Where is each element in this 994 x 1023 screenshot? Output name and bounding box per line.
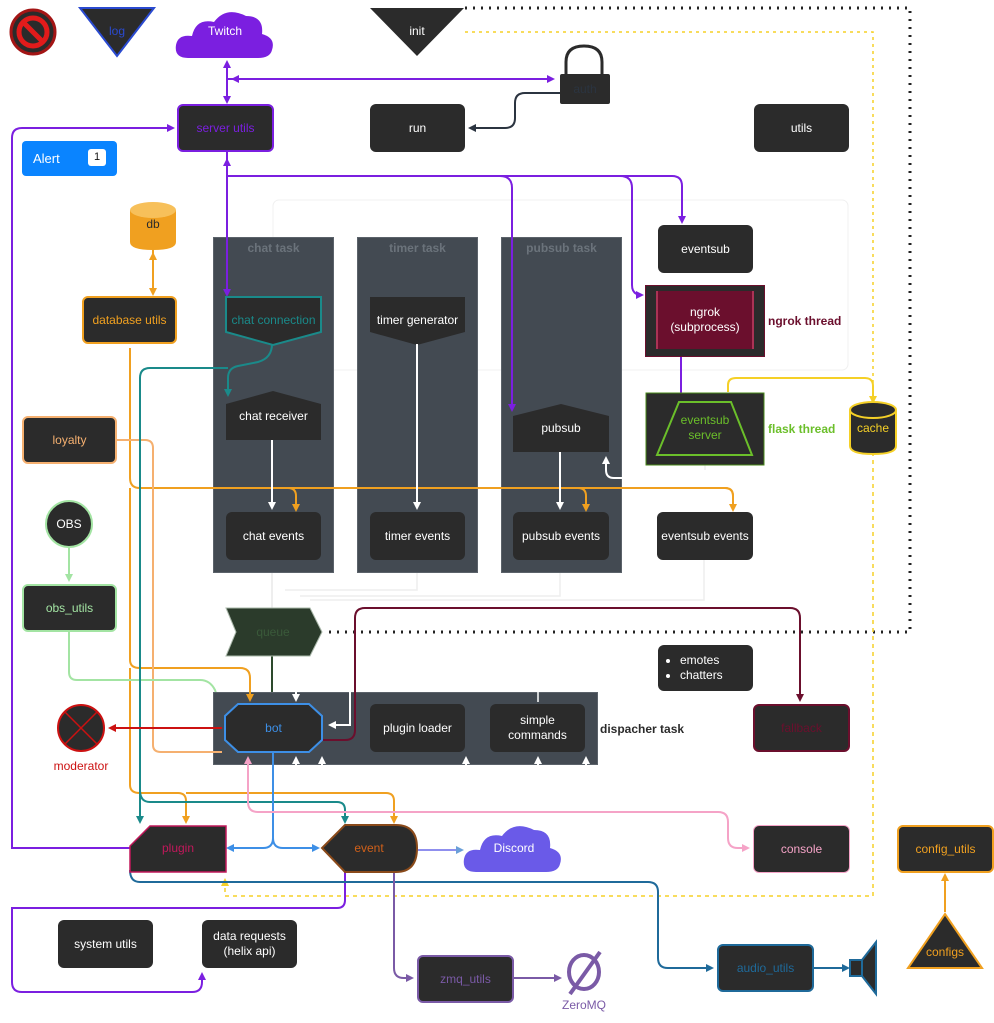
timer-generator-label: timer generator	[376, 313, 459, 327]
alert-label: Alert	[33, 151, 60, 166]
chat-events-label: chat events	[242, 528, 305, 543]
pubsub-events-label: pubsub events	[521, 528, 601, 543]
loyalty-label: loyalty	[52, 432, 87, 447]
zmq-utils-node[interactable]: zmq_utils	[417, 955, 514, 1003]
data-requests-line1: data requests	[213, 929, 286, 943]
eventsub-server-label-line1: eventsub	[680, 413, 730, 427]
pubsub-events-node[interactable]: pubsub events	[513, 512, 609, 560]
run-label: run	[408, 120, 427, 135]
database-utils-label: database utils	[92, 312, 167, 327]
queue-shape	[225, 607, 323, 657]
log-triangle	[77, 7, 157, 58]
console-node[interactable]: console	[753, 825, 850, 873]
timer-events-label: timer events	[384, 528, 451, 543]
run-node[interactable]: run	[370, 104, 465, 152]
audio-utils-node[interactable]: audio_utils	[717, 944, 814, 992]
ngrok-thread-label: ngrok thread	[768, 314, 842, 328]
configs-triangle	[906, 912, 984, 969]
queue-label: queue	[256, 625, 290, 639]
pubsub-task-title: pubsub task	[526, 241, 597, 255]
cache-label: cache	[856, 421, 890, 435]
init-triangle	[370, 8, 464, 56]
configs-label: configs	[925, 945, 965, 959]
eventsub-server-label: eventsub server	[660, 413, 750, 443]
simple-commands-node[interactable]: simple commands	[490, 704, 585, 752]
plugin-loader-node[interactable]: plugin loader	[370, 704, 465, 752]
emotes-item: emotes	[680, 653, 723, 668]
zmq-utils-label: zmq_utils	[440, 971, 491, 986]
loyalty-node[interactable]: loyalty	[22, 416, 117, 464]
twitch-cloud	[175, 12, 273, 58]
system-utils-node[interactable]: system utils	[58, 920, 153, 968]
utils-node[interactable]: utils	[754, 104, 849, 152]
init-label: init	[409, 24, 425, 38]
timer-task-title: timer task	[389, 241, 446, 255]
zeromq-icon	[567, 950, 602, 996]
eventsub-server-label-line2: server	[688, 428, 722, 442]
auth-node[interactable]: auth	[560, 74, 610, 104]
fallback-label: fallback	[781, 720, 822, 735]
fallback-node[interactable]: fallback	[753, 704, 850, 752]
chat-task-title: chat task	[247, 241, 300, 255]
lock-shackle	[564, 44, 604, 74]
plugin-loader-label: plugin loader	[383, 720, 452, 735]
moderator-label: moderator	[53, 759, 109, 773]
event-label: event	[354, 841, 384, 855]
zeromq-label: ZeroMQ	[561, 998, 606, 1012]
plugin-shape	[129, 825, 227, 873]
chatters-item: chatters	[680, 668, 723, 683]
system-utils-label: system utils	[74, 936, 137, 951]
chat-events-node[interactable]: chat events	[226, 512, 321, 560]
bot-label: bot	[265, 721, 282, 735]
twitch-label: Twitch	[207, 24, 242, 38]
log-label: log	[108, 24, 125, 38]
db-cylinder	[130, 202, 176, 250]
data-requests-node[interactable]: data requests (helix api)	[202, 920, 297, 968]
obs-utils-label: obs_utils	[45, 600, 94, 615]
server-utils-label: server utils	[196, 120, 255, 135]
utils-label: utils	[790, 120, 813, 135]
obs-circle	[45, 500, 93, 548]
obs-utils-node[interactable]: obs_utils	[22, 584, 117, 632]
simple-commands-line1: simple	[520, 713, 555, 727]
console-label: console	[780, 841, 823, 856]
speaker-icon	[849, 939, 877, 997]
dispatcher-task-label: dispacher task	[600, 722, 685, 736]
server-utils-node[interactable]: server utils	[177, 104, 274, 152]
discord-label: Discord	[493, 841, 535, 855]
db-label: db	[146, 217, 160, 231]
database-utils-node[interactable]: database utils	[82, 296, 177, 344]
pubsub-label: pubsub	[541, 421, 581, 435]
chat-connection-label: chat connection	[231, 313, 316, 327]
obs-label: OBS	[56, 517, 82, 531]
ngrok-label-line2: (subprocess)	[670, 320, 740, 334]
simple-commands-line2: commands	[508, 728, 567, 742]
eventsub-label: eventsub	[681, 241, 730, 256]
moderator-icon	[57, 704, 105, 752]
ngrok-label-line1: ngrok	[689, 305, 720, 319]
discord-cloud	[463, 826, 561, 872]
no-entry-icon	[9, 8, 57, 56]
eventsub-server-shape	[655, 401, 754, 456]
chat-receiver-label: chat receiver	[239, 409, 308, 423]
event-shape	[320, 824, 419, 873]
eventsub-events-label: eventsub events	[661, 528, 749, 543]
eventsub-node[interactable]: eventsub	[658, 225, 753, 273]
audio-utils-label: audio_utils	[736, 960, 795, 975]
config-utils-node[interactable]: config_utils	[897, 825, 994, 873]
data-requests-line2: (helix api)	[223, 944, 276, 958]
cache-cylinder	[849, 401, 897, 456]
flask-thread-label: flask thread	[768, 422, 836, 436]
auth-label: auth	[573, 81, 597, 96]
plugin-label: plugin	[161, 841, 195, 855]
config-utils-label: config_utils	[915, 841, 976, 856]
eventsub-events-node[interactable]: eventsub events	[657, 512, 753, 560]
alert-badge[interactable]: Alert 1	[22, 141, 117, 176]
ngrok-node[interactable]: ngrok (subprocess)	[656, 291, 754, 349]
cache-list-node: emotes chatters	[658, 645, 753, 691]
alert-count: 1	[88, 149, 106, 166]
timer-events-node[interactable]: timer events	[370, 512, 465, 560]
